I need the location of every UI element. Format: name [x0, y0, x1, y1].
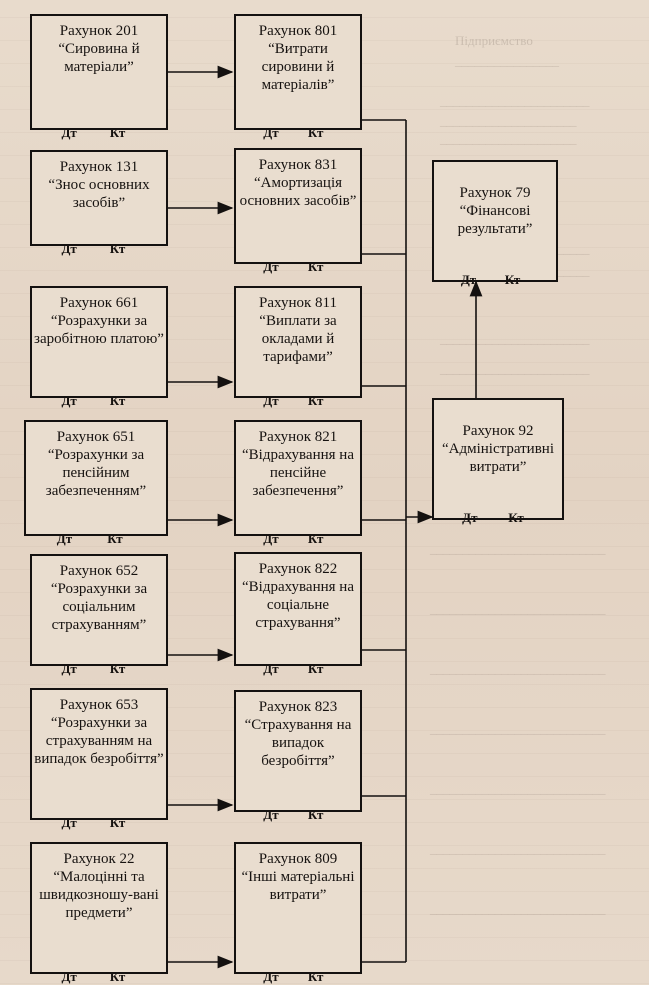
account-title: Рахунок 131 — [59, 159, 139, 175]
account-811-box: Рахунок 811 “Виплати за окладами й тариф… — [234, 286, 362, 408]
account-subtitle: “Малоцінні та швидкозношу-вані предмети” — [39, 869, 159, 921]
account-title: Рахунок 823 — [258, 699, 338, 715]
credit-label: Кт — [109, 241, 126, 256]
account-823-box: Рахунок 823 “Страхування на випадок безр… — [234, 690, 362, 822]
account-809-box: Рахунок 809 “Інші матеріальні витрати” Д… — [234, 842, 362, 984]
credit-label: Кт — [307, 807, 324, 822]
account-subtitle: “Виплати за окладами й тарифами” — [259, 313, 337, 365]
account-title: Рахунок 652 — [59, 563, 139, 579]
account-92-box: Рахунок 92 “Адміністративні витрати” Дт К… — [432, 398, 564, 525]
credit-label: Кт — [307, 125, 324, 140]
credit-label: Кт — [107, 531, 123, 546]
account-22-box: Рахунок 22 “Малоцінні та швидкозношу-ван… — [30, 842, 168, 984]
account-subtitle: “Відрахування на соціальне страхування” — [242, 579, 354, 631]
credit-label: Кт — [307, 393, 324, 408]
account-title: Рахунок 79 — [459, 185, 531, 201]
account-subtitle: “Адміністративні витрати” — [441, 441, 554, 475]
debit-label: Дт — [61, 125, 77, 140]
account-title: Рахунок 801 — [258, 23, 338, 39]
account-title: Рахунок 831 — [258, 157, 338, 173]
account-subtitle: “Розрахунки за страхуванням на випадок б… — [34, 715, 164, 767]
credit-label: Кт — [307, 259, 324, 274]
credit-label: Кт — [504, 272, 521, 287]
account-822-box: Рахунок 822 “Відрахування на соціальне с… — [234, 552, 362, 676]
debit-label: Дт — [61, 661, 77, 676]
account-subtitle: “Фінансові результати” — [457, 203, 533, 237]
credit-label: Кт — [508, 510, 524, 525]
account-subtitle: “Знос основних засобів” — [48, 177, 150, 211]
debit-label: Дт — [61, 969, 77, 984]
account-subtitle: “Амортизація основних засобів” — [239, 175, 357, 209]
account-subtitle: “Розрахунки за пенсійним забезпеченням” — [45, 447, 147, 499]
account-subtitle: “Сировина й матеріали” — [58, 41, 140, 75]
account-title: Рахунок 811 — [259, 295, 337, 311]
account-801-box: Рахунок 801 “Витрати сировини й матеріал… — [234, 14, 362, 140]
account-subtitle: “Розрахунки за заробітною платою” — [34, 313, 164, 347]
account-subtitle: “Відрахування на пенсійне забезпечення” — [242, 447, 354, 499]
account-title: Рахунок 661 — [59, 295, 139, 311]
debit-label: Дт — [263, 125, 279, 140]
credit-label: Кт — [109, 815, 126, 830]
account-title: Рахунок 822 — [258, 561, 338, 577]
account-subtitle: “Розрахунки за соціальним страхуванням” — [50, 581, 148, 633]
account-653-box: Рахунок 653 “Розрахунки за страхуванням … — [30, 688, 168, 830]
account-821-box: Рахунок 821 “Відрахування на пенсійне за… — [234, 420, 362, 546]
debit-label: Дт — [61, 815, 77, 830]
debit-label: Дт — [462, 510, 478, 525]
account-subtitle: “Інші матеріальні витрати” — [241, 869, 355, 903]
debit-label: Дт — [263, 969, 279, 984]
debit-label: Дт — [56, 531, 73, 546]
credit-label: Кт — [109, 393, 126, 408]
account-title: Рахунок 22 — [63, 851, 135, 867]
credit-label: Кт — [109, 969, 126, 984]
credit-label: Кт — [307, 661, 324, 676]
debit-label: Дт — [61, 241, 77, 256]
account-title: Рахунок 809 — [258, 851, 338, 867]
account-title: Рахунок 92 — [462, 423, 534, 439]
account-subtitle: “Витрати сировини й матеріалів” — [261, 41, 335, 93]
account-79-box: Рахунок 79 “Фінансові результати” Дт Кт — [432, 160, 558, 287]
debit-label: Дт — [263, 259, 279, 274]
debit-label: Дт — [61, 393, 77, 408]
credit-label: Кт — [307, 531, 324, 546]
credit-label: Кт — [109, 125, 126, 140]
account-title: Рахунок 651 — [56, 429, 136, 445]
account-title: Рахунок 201 — [59, 23, 139, 39]
account-651-box: Рахунок 651 “Розрахунки за пенсійним заб… — [24, 420, 168, 546]
debit-label: Дт — [263, 661, 279, 676]
debit-label: Дт — [263, 807, 279, 822]
debit-label: Дт — [263, 393, 279, 408]
account-831-box: Рахунок 831 “Амортизація основних засобі… — [234, 148, 362, 274]
account-title: Рахунок 653 — [59, 697, 139, 713]
debit-label: Дт — [460, 272, 477, 287]
account-subtitle: “Страхування на випадок безробіття” — [244, 717, 352, 769]
account-652-box: Рахунок 652 “Розрахунки за соціальним ст… — [30, 554, 168, 676]
debit-label: Дт — [263, 531, 279, 546]
credit-label: Кт — [109, 661, 126, 676]
account-201-box: Рахунок 201 “Сировина й матеріали” Дт Кт — [30, 14, 168, 140]
credit-label: Кт — [307, 969, 324, 984]
account-131-box: Рахунок 131 “Знос основних засобів” Дт Кт — [30, 150, 168, 256]
account-661-box: Рахунок 661 “Розрахунки за заробітною пл… — [30, 286, 168, 408]
account-title: Рахунок 821 — [258, 429, 338, 445]
